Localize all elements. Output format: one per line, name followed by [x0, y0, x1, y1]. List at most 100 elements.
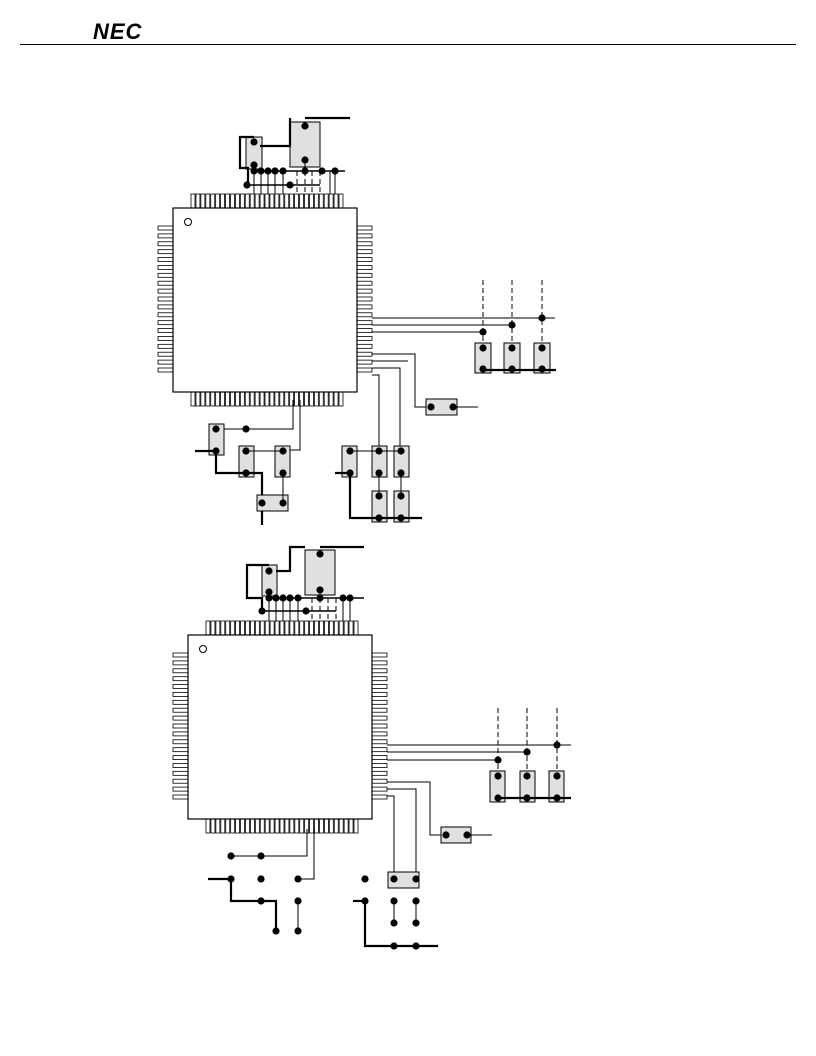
junction-dot	[494, 772, 502, 780]
package-pin-bottom	[210, 818, 216, 834]
package-pin-bottom	[353, 818, 359, 834]
package-pin-left	[157, 265, 174, 270]
package-pin-right	[371, 786, 388, 792]
resistor-bank-1	[474, 342, 492, 374]
package-pin-bottom	[309, 818, 315, 834]
package-pin-bottom	[210, 391, 216, 407]
package-pin-bottom	[308, 391, 314, 407]
junction-dot	[318, 167, 326, 175]
package-pin-bottom	[318, 391, 324, 407]
package-pin-left	[172, 668, 189, 674]
package-pin-top	[240, 620, 245, 636]
top-resistor-network	[238, 116, 350, 194]
package-pin-top	[343, 620, 349, 636]
package-pin-bottom	[220, 391, 226, 407]
package-pin-left	[172, 778, 189, 784]
package-pin-left	[172, 692, 189, 697]
junction-dot	[265, 567, 273, 575]
package-pin-left	[172, 684, 189, 689]
package-pin-bottom	[323, 818, 329, 834]
package-pin-left	[172, 652, 189, 658]
package-pin-left	[157, 336, 174, 341]
junction-dot	[227, 852, 235, 860]
resistor-bank-2	[503, 342, 521, 374]
package-pin-left	[172, 763, 189, 768]
wire	[276, 545, 305, 573]
package-pin-left	[157, 241, 174, 247]
package-pin-top	[313, 193, 319, 209]
right-branch-wires	[372, 353, 478, 446]
package-pin-left	[172, 786, 189, 792]
bottom-right-switch-group	[353, 871, 438, 950]
package-pin-top	[235, 620, 241, 636]
qfp-package	[172, 620, 388, 834]
package-body	[187, 634, 373, 820]
junction-dot	[508, 321, 516, 329]
wire	[260, 118, 292, 148]
package-pin-top	[333, 620, 339, 636]
junction-dot	[427, 403, 435, 411]
package-pin-top	[333, 193, 339, 209]
package-pin-top	[294, 193, 300, 209]
package-pin-right	[356, 351, 373, 357]
junction-dot	[463, 831, 471, 839]
package-pin-left	[172, 676, 189, 682]
package-pin-top	[205, 620, 211, 636]
lower-pin-connection-diagram	[172, 545, 571, 950]
package-pin-top	[190, 193, 196, 209]
package-pin-top	[245, 620, 250, 636]
wire	[372, 353, 478, 408]
package-pin-right	[356, 343, 373, 349]
package-pin-bottom	[328, 818, 334, 834]
package-pin-top	[259, 193, 265, 209]
junction-dot	[449, 403, 457, 411]
upper-pin-connection-diagram	[157, 116, 556, 525]
wire	[231, 829, 308, 857]
package-pin-left	[172, 723, 189, 729]
package-pin-top	[195, 193, 201, 209]
package-pin-left	[172, 660, 189, 666]
junction-dot	[479, 328, 487, 336]
bottom-left-resistor-group	[195, 400, 301, 525]
package-pin-top	[338, 193, 344, 209]
package-pin-left	[157, 328, 174, 333]
junction-dot	[523, 772, 531, 780]
package-pin-bottom	[294, 818, 300, 834]
package-pin-top	[205, 193, 211, 209]
package-pins	[157, 193, 373, 407]
junction-dot	[250, 161, 258, 169]
junction-dot	[479, 344, 487, 352]
package-pin-bottom	[328, 391, 334, 407]
qfp-package	[157, 193, 373, 407]
bottom-left-switch-group	[208, 829, 315, 935]
junction-dot	[257, 875, 265, 883]
resistor-r9	[440, 826, 472, 844]
package-pin-bottom	[200, 391, 206, 407]
junction-dot	[294, 927, 302, 935]
package-pin-top	[274, 193, 280, 209]
package-pin-top	[323, 193, 329, 209]
package-pin-bottom	[239, 391, 245, 407]
package-pin-bottom	[269, 818, 275, 834]
package-pin-top	[348, 620, 354, 636]
package-pin-right	[371, 699, 388, 705]
junction-dot	[390, 942, 398, 950]
junction-dot	[361, 875, 369, 883]
right-branch-wires	[387, 781, 492, 879]
package-pin-bottom	[259, 818, 265, 834]
package-pin-left	[172, 715, 189, 721]
junction-dot	[553, 772, 561, 780]
package-pin-right	[356, 233, 373, 239]
package-pin-left	[172, 699, 189, 705]
package-pin-top	[225, 193, 230, 209]
junction-dot	[442, 831, 450, 839]
junction-dot	[258, 607, 266, 615]
junction-dot	[242, 425, 250, 433]
package-pin-right	[371, 739, 388, 745]
package-pin-top	[328, 193, 334, 209]
resistor-bank-3	[533, 342, 551, 374]
package-pin-right	[371, 692, 388, 697]
package-pin-right	[371, 755, 388, 760]
junction-dot	[316, 550, 324, 558]
package-pin-bottom	[259, 391, 265, 407]
